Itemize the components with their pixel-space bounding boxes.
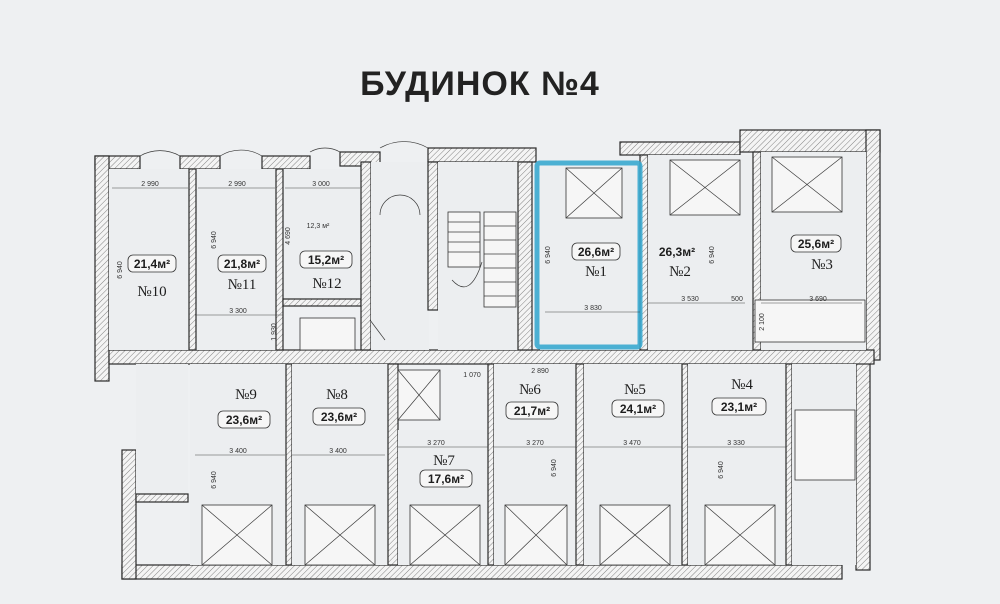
dim-3000: 3 000	[312, 181, 330, 188]
apartment-number: №11	[228, 277, 257, 293]
dim-6940-11: 6 940	[211, 231, 218, 249]
dim-3530: 3 530	[681, 296, 699, 303]
apartment-number: №9	[235, 387, 257, 403]
dim-6940-6: 6 940	[551, 459, 558, 477]
apartment-number: №4	[731, 377, 753, 393]
dim-3300: 3 300	[229, 308, 247, 315]
apartment-number: №10	[137, 284, 166, 300]
apartment-area: 23,6м²	[226, 413, 262, 427]
apartment-area: 23,1м²	[721, 400, 757, 414]
apartment-11[interactable]: 21,8м² №11	[217, 254, 267, 293]
dim-4690: 4 690	[285, 227, 292, 245]
dim-6940-2: 6 940	[709, 246, 716, 264]
apartment-labels: 21,4м² №10 21,8м² №11 12,3 м² 15,2м² №12…	[127, 223, 842, 488]
apartment-area: 21,7м²	[514, 404, 550, 418]
dim-1070: 1 070	[463, 372, 481, 379]
apartment-1[interactable]: 26,6м² №1	[571, 242, 621, 280]
top-doors	[139, 141, 429, 341]
top-row	[109, 151, 866, 351]
dim-2890: 2 890	[531, 368, 549, 375]
apartment-number: №12	[312, 276, 341, 292]
apartment-extra-area: 12,3 м²	[307, 223, 330, 230]
apartment-number: №1	[585, 264, 607, 280]
dim-6940-1: 6 940	[545, 246, 552, 264]
apartment-area: 26,6м²	[578, 245, 614, 259]
dim-2990-a: 2 990	[141, 181, 159, 188]
dim-3470: 3 470	[623, 440, 641, 447]
apartment-3[interactable]: 25,6м² №3	[790, 234, 842, 273]
apartment-9[interactable]: №9 23,6м²	[217, 387, 271, 429]
dim-500: 500	[731, 296, 743, 303]
dim-2100: 2 100	[759, 313, 766, 331]
apartment-area: 15,2м²	[308, 253, 344, 267]
apartment-7[interactable]: №7 17,6м²	[419, 453, 473, 488]
dim-6940-4: 6 940	[718, 461, 725, 479]
outer-walls	[94, 129, 881, 580]
dim-3270-b: 3 270	[526, 440, 544, 447]
dim-3270-a: 3 270	[427, 440, 445, 447]
dim-2990-b: 2 990	[228, 181, 246, 188]
apartment-2[interactable]: 26,3м² №2	[659, 245, 695, 280]
bottom-row	[135, 363, 856, 566]
dimension-lines	[112, 187, 862, 456]
apartment-6[interactable]: №6 21,7м²	[505, 382, 559, 420]
apartment-area: 21,4м²	[134, 257, 170, 271]
dim-3400-a: 3 400	[229, 448, 247, 455]
apartment-area: 23,6м²	[321, 410, 357, 424]
dim-3330: 3 330	[727, 440, 745, 447]
apartment-area: 24,1м²	[620, 402, 656, 416]
staircase	[447, 211, 517, 308]
apartment-area: 17,6м²	[428, 472, 464, 486]
apartment-8[interactable]: №8 23,6м²	[312, 387, 366, 426]
apartment-12[interactable]: 12,3 м² 15,2м² №12	[299, 223, 353, 292]
building-title: БУДИНОК №4	[360, 65, 600, 103]
apartment-5[interactable]: №5 24,1м²	[611, 382, 665, 418]
dim-3690: 3 690	[809, 296, 827, 303]
dimension-labels: 2 990 2 990 3 000 3 300 1 930 6 940 6 94…	[117, 181, 827, 489]
apartment-number: №5	[624, 382, 646, 398]
apartment-number: №3	[811, 257, 833, 273]
apartment-area: 26,3м²	[659, 245, 695, 259]
dim-3400-b: 3 400	[329, 448, 347, 455]
apartment-number: №2	[669, 264, 691, 280]
dim-6940-10: 6 940	[117, 261, 124, 279]
dim-6940-9: 6 940	[211, 471, 218, 489]
apartment-number: №8	[326, 387, 348, 403]
apartment-number: №6	[519, 382, 541, 398]
dim-3830: 3 830	[584, 305, 602, 312]
dim-1930: 1 930	[271, 323, 278, 341]
apartment-number: №7	[433, 453, 455, 469]
apartment-4[interactable]: №4 23,1м²	[711, 377, 767, 416]
selected-apartment-highlight	[534, 160, 643, 350]
apartment-10[interactable]: 21,4м² №10	[127, 254, 177, 300]
apartment-area: 25,6м²	[798, 237, 834, 251]
apartment-area: 21,8м²	[224, 257, 260, 271]
